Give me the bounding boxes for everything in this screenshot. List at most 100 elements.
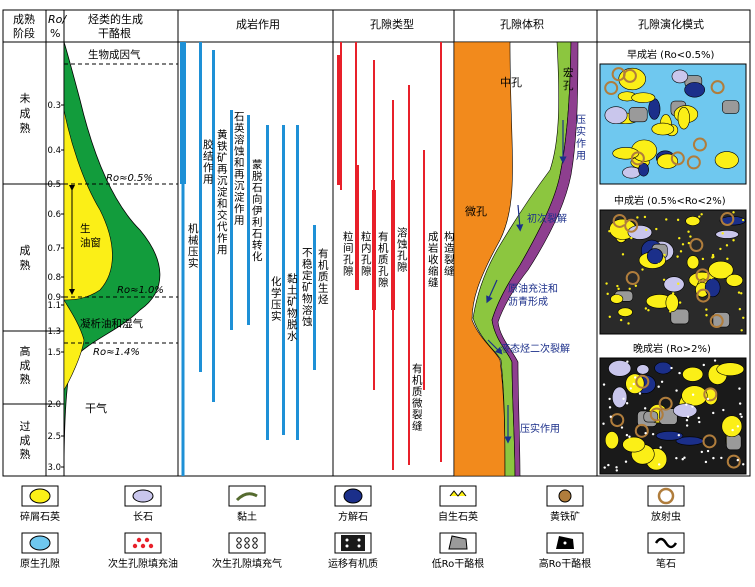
- grain: [673, 403, 698, 418]
- pore-dot: [676, 218, 680, 222]
- pore-dot: [738, 307, 742, 311]
- label-ro-05: Ro≈0.5%: [106, 173, 153, 184]
- pore-dot: [675, 456, 678, 460]
- grain: [714, 151, 739, 169]
- pore-dot: [736, 425, 740, 428]
- pore-dot: [615, 469, 618, 472]
- header-ro-unit: %: [50, 27, 60, 40]
- radiolarian: [624, 218, 639, 233]
- label-illite: 蒙脱石向伊利石转化: [252, 158, 263, 263]
- pore-dot: [740, 329, 743, 332]
- pore-dot: [622, 222, 625, 225]
- label-biogas: 生物成因气: [88, 48, 141, 61]
- grain: [665, 293, 679, 312]
- header-ro: Ro/: [48, 13, 67, 26]
- pore-dot: [705, 314, 708, 317]
- pore-dot: [701, 257, 705, 261]
- pore-dot: [641, 268, 644, 271]
- label-cement: 胶结作用: [203, 138, 214, 186]
- stage-labels: 未成熟 成熟 高成熟 过成熟: [20, 92, 31, 461]
- pore-dot: [657, 262, 661, 266]
- label-dry-gas: 干气: [85, 401, 107, 415]
- label-diagenetic: 成岩收缩缝: [428, 231, 439, 289]
- diagenesis-labels: 机械压实胶结作用黄铁矿再沉淀和交代作用石英溶蚀和再沉淀作用蒙脱石向伊利石转化化学…: [188, 111, 329, 343]
- grain: [651, 122, 675, 136]
- pore-dot: [681, 457, 684, 461]
- bar-mech: [181, 184, 185, 476]
- radiolarian: [610, 413, 625, 428]
- header-pore-volume: 孔隙体积: [500, 17, 544, 31]
- pore-dot: [679, 250, 683, 253]
- radiolarian: [726, 454, 741, 469]
- grain: [636, 364, 650, 375]
- stage-over-mature: 过成熟: [20, 420, 31, 461]
- pore-dot: [704, 460, 708, 464]
- pore-dot: [626, 360, 629, 363]
- legend-swatch: [647, 485, 685, 507]
- legend-label: 长石: [133, 511, 153, 523]
- bar-unstable: [296, 125, 299, 440]
- label-pyrite: 黄铁矿再沉淀和交代作用: [217, 128, 228, 256]
- grain: [663, 276, 685, 293]
- pore-dot: [660, 380, 664, 383]
- pore-dot: [685, 424, 689, 427]
- label-macro: 宏孔: [563, 66, 574, 92]
- grain: [682, 366, 704, 382]
- label-cracking1: 初次裂解: [527, 212, 567, 225]
- radiolarian: [709, 314, 724, 329]
- legend-label: 次生孔隙填充气: [212, 557, 282, 570]
- header-hydrocarbon-1: 烃类的生成: [88, 12, 143, 26]
- ro-tick-label: 1.1: [47, 301, 61, 311]
- radiolarian: [612, 213, 627, 228]
- pore-dot: [742, 316, 745, 320]
- pore-dot: [739, 412, 742, 416]
- pore-dot: [662, 278, 666, 281]
- legend-label: 笔石: [656, 557, 676, 570]
- pore-dot: [643, 407, 647, 410]
- ro-tick-label: 2.0: [47, 400, 61, 410]
- grain: [631, 92, 656, 103]
- pore-dot: [736, 277, 739, 281]
- pore-dot: [689, 235, 692, 238]
- grain: [604, 431, 619, 450]
- pore-dot: [629, 387, 632, 390]
- pore-dot: [719, 247, 722, 251]
- bar-tectonic: [440, 42, 442, 462]
- legend-label: 运移有机质: [328, 557, 378, 570]
- radiolarian: [625, 271, 640, 286]
- grain: [725, 274, 744, 287]
- pore-dot: [632, 382, 635, 386]
- header-row: 成熟 阶段 Ro/ % 烃类的生成 干酪根 成岩作用 孔隙类型 孔隙体积 孔隙演…: [13, 12, 704, 40]
- pore-dot: [722, 408, 725, 412]
- radiolarian: [703, 387, 718, 402]
- pore-dot: [665, 218, 668, 221]
- grain: [656, 153, 679, 169]
- bar-clay: [282, 125, 285, 435]
- pore-dot: [681, 243, 685, 246]
- pore-dot: [671, 292, 675, 295]
- bar-chem: [266, 125, 269, 440]
- ro-tick-label: 0.9: [47, 293, 61, 303]
- pore-dot: [625, 402, 629, 405]
- label-ro-10: Ro≈1.0%: [117, 285, 164, 296]
- ro-tick-label: 3.0: [47, 463, 61, 473]
- pore-dot: [740, 415, 743, 419]
- pore-dot: [607, 463, 610, 467]
- pore-dot: [655, 227, 658, 231]
- label-intergranular: 粒间孔隙: [343, 230, 354, 278]
- label-quartz: 石英溶蚀和再沉淀作用: [234, 111, 245, 227]
- pore-dot: [712, 255, 715, 259]
- legend-label: 黏土: [237, 510, 257, 523]
- ro-tick-label: 0.8: [47, 273, 61, 283]
- pore-dot: [675, 389, 678, 392]
- grain: [677, 106, 690, 130]
- bar-pyrite: [212, 50, 215, 402]
- pore-dot: [706, 449, 710, 453]
- label-micro: 微孔: [465, 204, 487, 218]
- pore-dot: [630, 236, 633, 240]
- ro-tick-label: 0.6: [47, 210, 61, 220]
- radiolarian: [670, 151, 685, 166]
- legend-label: 自生石英: [438, 510, 478, 523]
- pore-dot: [602, 383, 606, 386]
